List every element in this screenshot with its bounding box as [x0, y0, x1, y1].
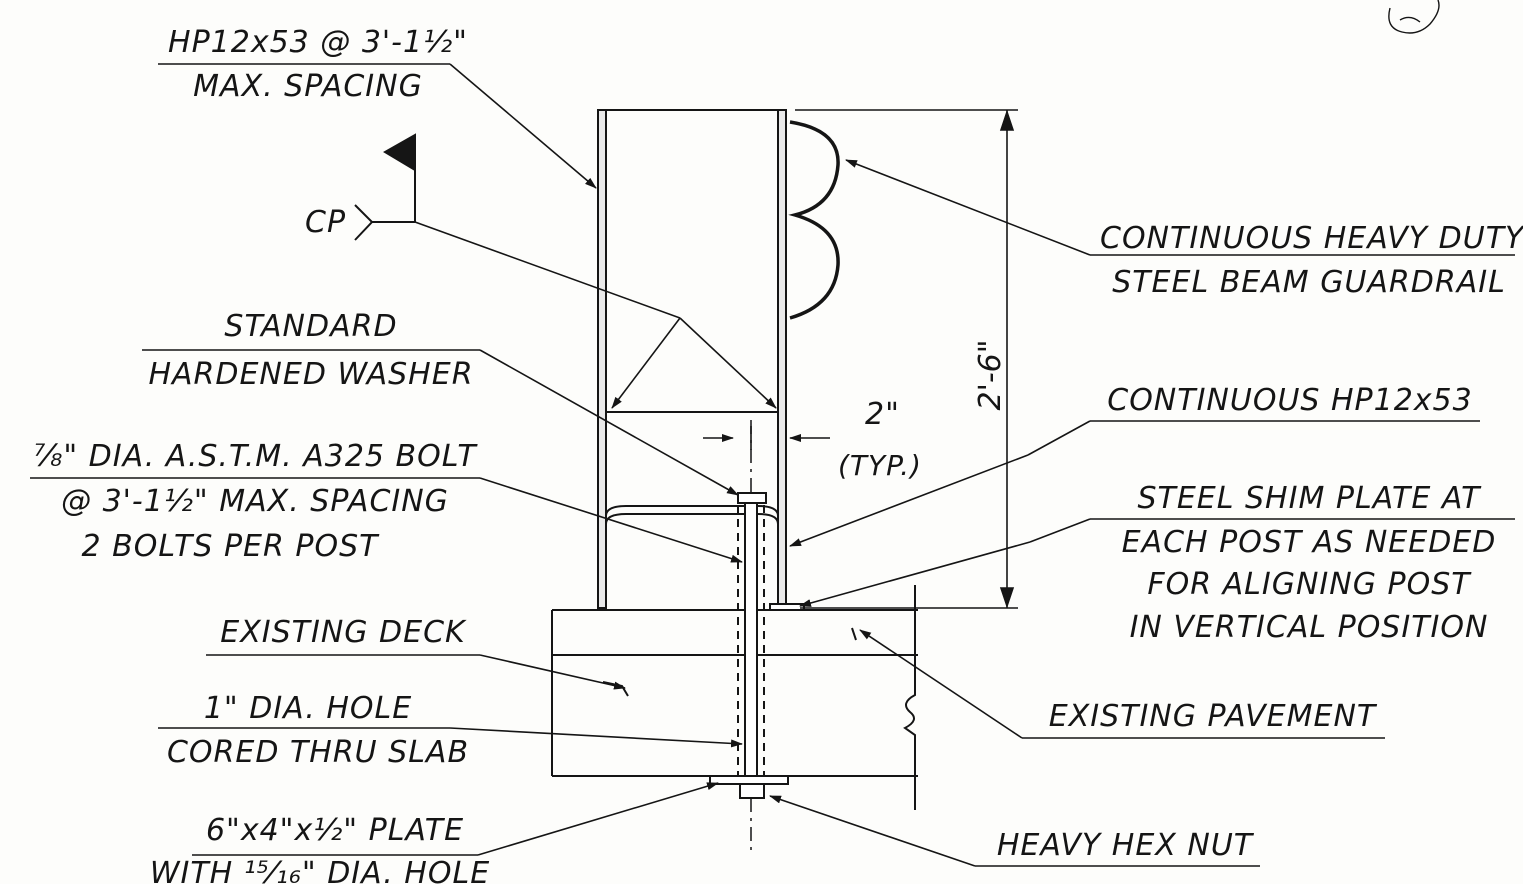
height-dimension-text: 2'-6" — [973, 339, 1008, 410]
edge-dimension-text: 2" — [865, 397, 900, 432]
washer-label-line2: HARDENED WASHER — [148, 357, 474, 392]
hole-label-line1: 1" DIA. HOLE — [203, 691, 413, 726]
shim-label-line3: FOR ALIGNING POST — [1147, 567, 1471, 602]
shim-label-line2: EACH POST AS NEEDED — [1121, 525, 1497, 560]
continuous-hp-label: CONTINUOUS HP12x53 — [1107, 383, 1473, 418]
bolt-label-line1: ⅞" DIA. A.S.T.M. A325 BOLT — [33, 439, 477, 474]
corner-mark-icon — [1388, 0, 1440, 34]
guardrail-label-line1: CONTINUOUS HEAVY DUTY — [1100, 221, 1523, 256]
hex-nut-label: HEAVY HEX NUT — [996, 828, 1254, 863]
slab-section-marks — [602, 627, 857, 697]
shim-label-line4: IN VERTICAL POSITION — [1129, 610, 1489, 645]
hole-label-line2: CORED THRU SLAB — [166, 735, 470, 770]
leader-lines — [30, 63, 1515, 867]
shim-label-line1: STEEL SHIM PLATE AT — [1137, 481, 1481, 516]
weld-callout-label: CP — [305, 205, 347, 240]
pile-spec-label-line2: MAX. SPACING — [193, 69, 423, 104]
bolt-label-line3: 2 BOLTS PER POST — [81, 529, 379, 564]
bolt-assembly — [709, 420, 805, 850]
bolt-label-line2: @ 3'-1½" MAX. SPACING — [61, 484, 449, 519]
guardrail-label-line2: STEEL BEAM GUARDRAIL — [1112, 265, 1506, 300]
edge-dimension-note: (TYP.) — [838, 449, 922, 482]
pavement-label: EXISTING PAVEMENT — [1048, 699, 1377, 734]
pile-spec-label-line1: HP12x53 @ 3'-1½" — [168, 25, 468, 60]
plate-label-line1: 6"x4"x½" PLATE — [205, 813, 465, 848]
deck-label: EXISTING DECK — [220, 615, 466, 650]
hp12x53-post — [597, 109, 787, 609]
washer-label-line1: STANDARD — [224, 309, 398, 344]
dimension-lines — [703, 109, 1018, 609]
weld-symbol — [354, 133, 416, 241]
guardrail-beam-profile — [788, 120, 840, 320]
plate-label-line2: WITH ¹⁵⁄₁₆" DIA. HOLE — [149, 856, 491, 891]
